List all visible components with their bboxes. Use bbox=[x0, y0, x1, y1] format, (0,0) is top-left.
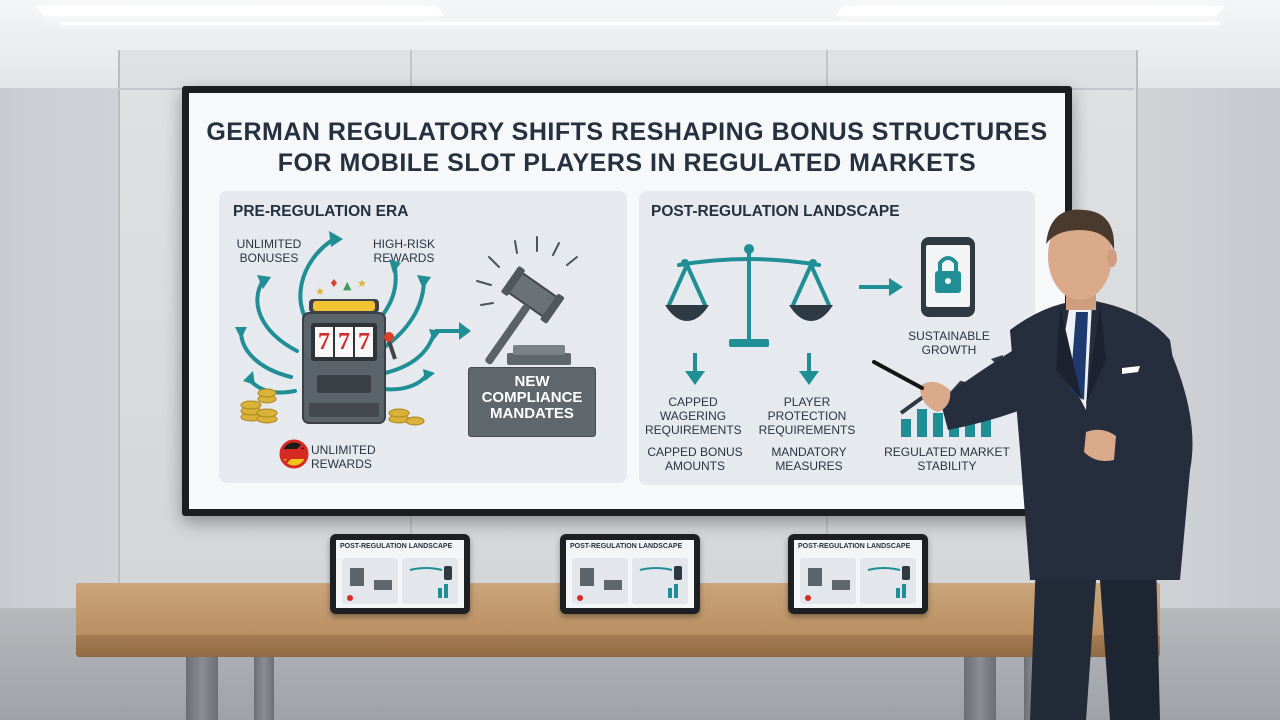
pre-regulation-panel: PRE-REGULATION ERA UNLIMITED BONUSES HIG… bbox=[219, 191, 627, 483]
slot-reel-3: 7 bbox=[358, 329, 370, 355]
tablet-thumbnail-icon bbox=[572, 558, 688, 604]
tablet-thumbnail-icon bbox=[800, 558, 916, 604]
arrow-down-icon bbox=[685, 353, 705, 385]
tablet-screen: POST-REGULATION LANDSCAPE bbox=[336, 540, 464, 608]
tablet-title: POST-REGULATION LANDSCAPE bbox=[798, 543, 911, 550]
tablet-center[interactable]: POST-REGULATION LANDSCAPE bbox=[560, 534, 700, 614]
player-protection-label: PLAYER PROTECTION REQUIREMENTS bbox=[758, 395, 856, 437]
ceiling-light-left bbox=[35, 6, 445, 16]
tablet-screen: POST-REGULATION LANDSCAPE bbox=[566, 540, 694, 608]
tablet-left[interactable]: POST-REGULATION LANDSCAPE bbox=[330, 534, 470, 614]
table-leg bbox=[186, 654, 218, 720]
new-compliance-mandates-box: NEW COMPLIANCE MANDATES bbox=[468, 367, 596, 437]
slot-reel-1: 7 bbox=[318, 329, 330, 355]
unlimited-bonuses-label: UNLIMITED BONUSES bbox=[236, 237, 302, 265]
arrow-down-icon bbox=[799, 353, 819, 385]
slide-title: GERMAN REGULATORY SHIFTS RESHAPING BONUS… bbox=[189, 117, 1065, 179]
post-regulation-panel: POST-REGULATION LANDSCAPE bbox=[639, 191, 1035, 485]
slot-reel-2: 7 bbox=[338, 329, 350, 355]
gavel-icon bbox=[476, 236, 578, 365]
tablet-title: POST-REGULATION LANDSCAPE bbox=[570, 543, 683, 550]
table-edge bbox=[76, 635, 1160, 657]
arrow-right-icon bbox=[859, 278, 903, 296]
capped-wagering-label: CAPPED WAGERING REQUIREMENTS bbox=[645, 395, 742, 437]
regulated-market-stability-label: REGULATED MARKET STABILITY bbox=[884, 445, 1010, 473]
ceiling-light-strip bbox=[60, 22, 1220, 25]
ceiling-light-right bbox=[835, 6, 1225, 16]
tablet-thumbnail-icon bbox=[342, 558, 458, 604]
high-risk-rewards-label: HIGH-RISK REWARDS bbox=[372, 237, 435, 265]
tablet-title: POST-REGULATION LANDSCAPE bbox=[340, 543, 453, 550]
table-leg bbox=[964, 654, 996, 720]
capped-bonus-amounts-label: CAPPED BONUS AMOUNTS bbox=[647, 445, 743, 473]
arrow-right-icon bbox=[435, 322, 471, 340]
table-leg bbox=[254, 654, 274, 720]
slot-machine-icon: ★ ♦ ▲ ★ bbox=[235, 231, 441, 426]
mandatory-measures-label: MANDATORY MEASURES bbox=[771, 445, 847, 473]
tablet-right[interactable]: POST-REGULATION LANDSCAPE bbox=[788, 534, 928, 614]
phone-lock-icon bbox=[921, 237, 975, 317]
coins-icon bbox=[240, 388, 425, 426]
svg-text:★: ★ bbox=[357, 277, 367, 290]
svg-text:★: ★ bbox=[315, 285, 325, 298]
svg-text:♦: ♦ bbox=[329, 277, 339, 290]
slide-title-line1: GERMAN REGULATORY SHIFTS RESHAPING BONUS… bbox=[206, 118, 1048, 146]
svg-text:▲: ▲ bbox=[343, 279, 352, 292]
tablet-screen: POST-REGULATION LANDSCAPE bbox=[794, 540, 922, 608]
sustainable-growth-label: SUSTAINABLE GROWTH bbox=[908, 329, 990, 357]
presenter-figure bbox=[872, 209, 1193, 720]
display-screen: GERMAN REGULATORY SHIFTS RESHAPING BONUS… bbox=[189, 93, 1065, 509]
unlimited-rewards-label: UNLIMITED REWARDS bbox=[311, 443, 376, 471]
slide-title-line2: FOR MOBILE SLOT PLAYERS IN REGULATED MAR… bbox=[277, 149, 977, 177]
scales-icon bbox=[665, 244, 833, 347]
germany-flag-icon bbox=[279, 439, 309, 469]
post-regulation-title: POST-REGULATION LANDSCAPE bbox=[651, 203, 900, 220]
pre-regulation-title: PRE-REGULATION ERA bbox=[233, 203, 409, 220]
